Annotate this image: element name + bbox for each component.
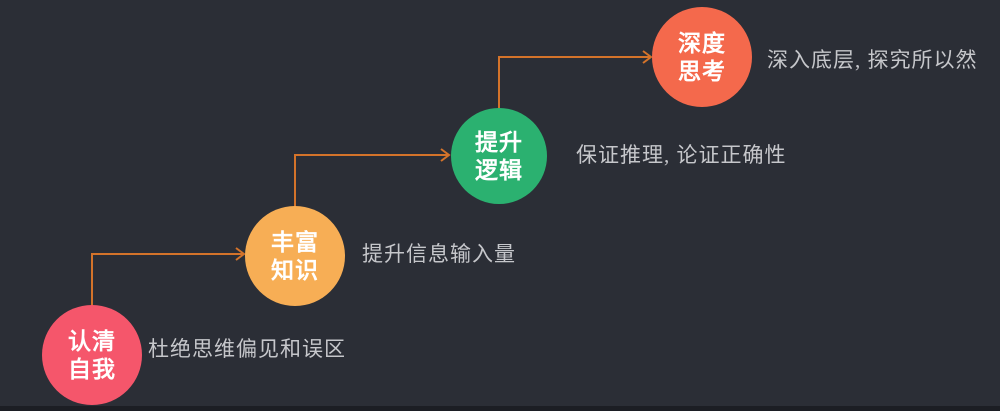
step-node-enrich-knowledge: 丰富 知识 <box>245 206 345 306</box>
connector-step2-to-step3 <box>294 148 451 209</box>
step-description: 杜绝思维偏见和误区 <box>148 337 346 361</box>
step-label: 认清 自我 <box>68 328 116 382</box>
connector-step3-to-step4 <box>498 50 653 111</box>
step-description: 保证推理, 论证正确性 <box>576 143 787 167</box>
step-description: 深入底层, 探究所以然 <box>767 48 978 72</box>
arrowhead-right-icon <box>642 50 653 64</box>
step-label: 丰富 知识 <box>271 229 319 283</box>
bottom-edge-strip <box>0 406 1000 411</box>
step-node-deep-thinking: 深度 思考 <box>652 7 752 107</box>
step-node-improve-logic: 提升 逻辑 <box>451 108 547 204</box>
connector-step1-to-step2 <box>91 247 246 308</box>
connector-elbow-line <box>91 253 243 308</box>
connector-elbow-line <box>498 56 650 111</box>
connector-elbow-line <box>294 154 448 209</box>
arrowhead-right-icon <box>235 247 246 261</box>
step-label: 提升 逻辑 <box>475 129 523 183</box>
step-description: 提升信息输入量 <box>362 242 516 266</box>
arrowhead-right-icon <box>440 148 451 162</box>
step-label: 深度 思考 <box>678 30 726 84</box>
step-node-self-awareness: 认清 自我 <box>42 305 142 405</box>
